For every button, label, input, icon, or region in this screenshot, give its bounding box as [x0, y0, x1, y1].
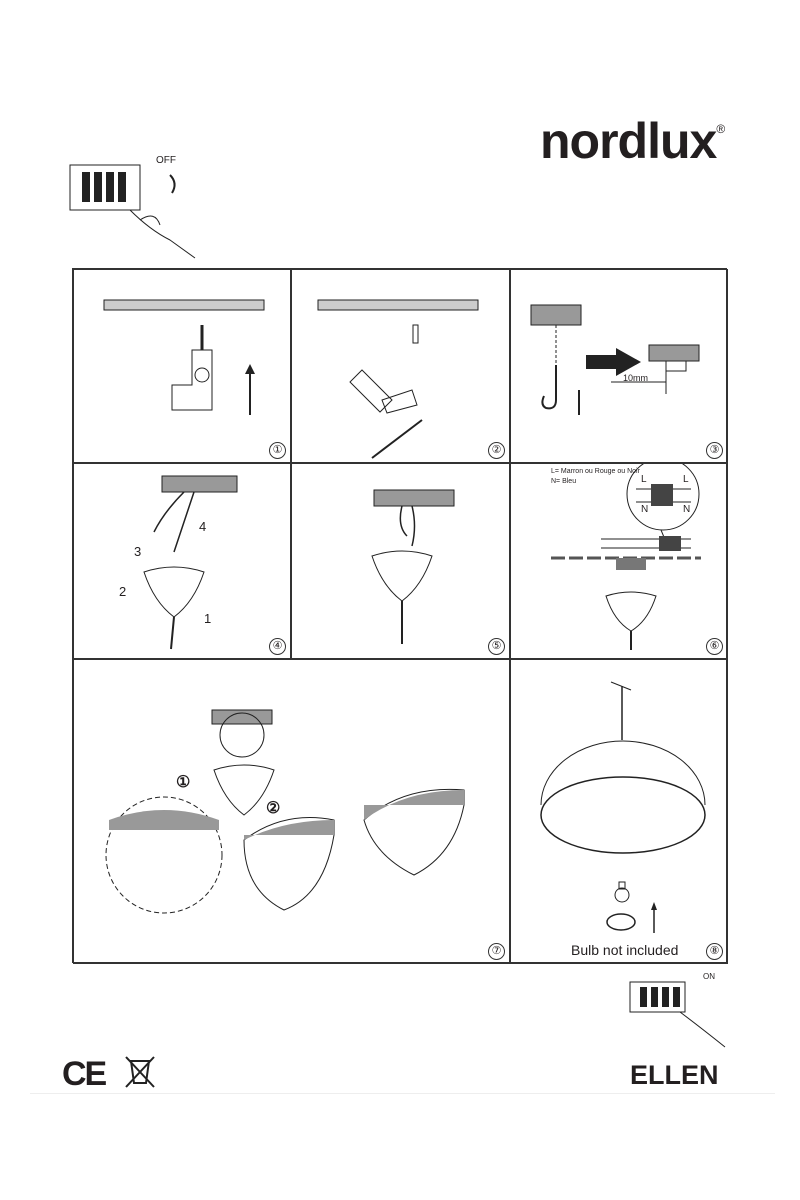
callout-1: 1: [204, 611, 212, 626]
power-off-illustration: OFF: [60, 150, 200, 260]
step-8-panel: Bulb not included ⑧: [510, 659, 728, 964]
bulb-note: Bulb not included: [571, 942, 679, 958]
step-number: ⑦: [488, 943, 505, 960]
callout-1: ①: [176, 774, 191, 791]
terminal-n-left: N: [641, 504, 649, 515]
step-number: ②: [488, 442, 505, 459]
connect-cable-illustration: [371, 489, 455, 644]
terminal-l-left: L: [641, 474, 647, 485]
hang-canopy-illustration: [143, 475, 238, 650]
fix-canopy-illustration: [105, 709, 465, 914]
measure-label: 10mm: [623, 373, 649, 383]
step-6-panel: L= Marron ou Rouge ou Noir N= Bleu L N L…: [510, 463, 728, 659]
callout-4: 4: [199, 519, 207, 534]
wiring-illustration: [551, 464, 701, 650]
step-4-panel: 4 3 2 1 ④: [73, 463, 291, 659]
callout-2: ②: [266, 800, 281, 817]
wire-legend-live: L= Marron ou Rouge ou Noir: [551, 468, 640, 475]
plug-hammer-illustration: [317, 299, 479, 459]
brand-logo: nordlux®: [540, 112, 725, 170]
hook-illustration: [530, 304, 700, 415]
step-number: ⑤: [488, 638, 505, 655]
pendant-lamp-illustration: [540, 681, 706, 933]
on-label: ON: [703, 972, 715, 981]
callout-2: 2: [119, 584, 127, 599]
callout-3: 3: [134, 544, 142, 559]
drill-ceiling-illustration: [103, 299, 265, 415]
ce-mark: CE: [62, 1055, 107, 1093]
wire-legend-neutral: N= Bleu: [551, 478, 577, 485]
step-number: ⑧: [706, 943, 723, 960]
power-on-illustration: ON: [625, 972, 735, 1052]
step-2-panel: ②: [291, 269, 510, 463]
registered-mark: ®: [716, 122, 725, 136]
step-number: ③: [706, 442, 723, 459]
step-1-panel: ①: [73, 269, 291, 463]
off-label: OFF: [156, 155, 176, 166]
terminal-n-right: N: [683, 504, 691, 515]
brand-name: nordlux: [540, 113, 717, 169]
product-name: ELLEN: [630, 1060, 719, 1090]
step-5-panel: ⑤: [291, 463, 510, 659]
step-3-panel: 10mm ③: [510, 269, 728, 463]
step-7-panel: ① ② ⑦: [73, 659, 510, 964]
terminal-l-right: L: [683, 474, 689, 485]
divider: [30, 1093, 775, 1094]
instruction-grid: ① ② 10mm ③: [72, 268, 728, 964]
step-number: ⑥: [706, 638, 723, 655]
step-number: ①: [269, 442, 286, 459]
step-number: ④: [269, 638, 286, 655]
weee-bin-icon: [122, 1053, 158, 1089]
